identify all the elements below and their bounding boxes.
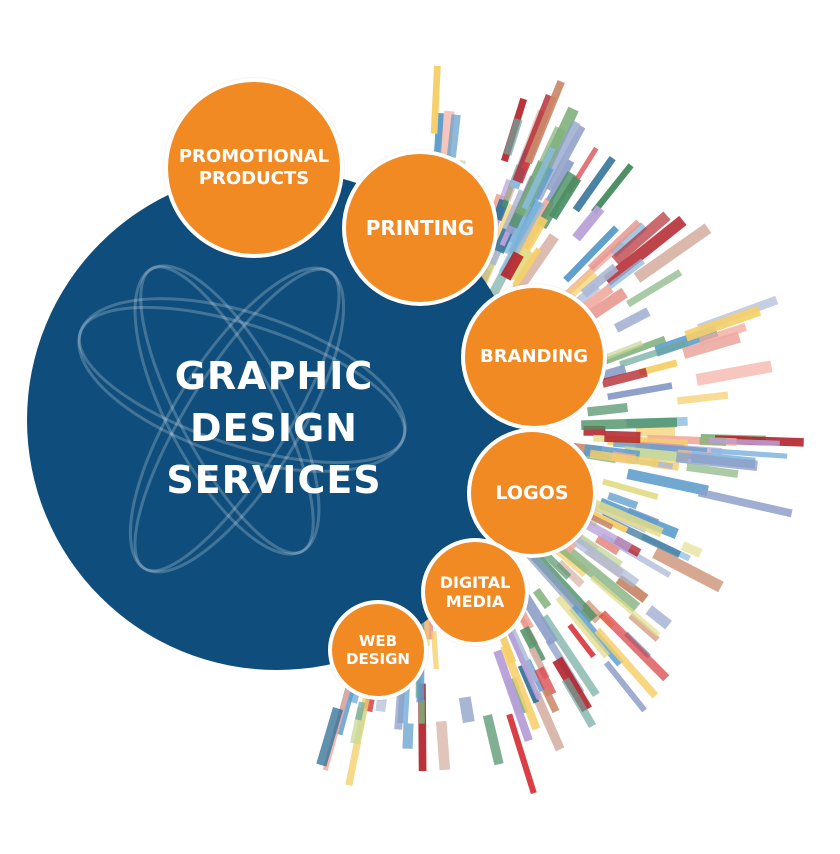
burst-streak — [402, 723, 414, 749]
burst-streak — [698, 323, 747, 346]
burst-streak — [607, 492, 639, 510]
burst-streak — [710, 448, 788, 459]
service-label-digital-media: DIGITAL MEDIA — [439, 572, 511, 611]
burst-streak — [708, 438, 780, 446]
burst-streak — [591, 163, 634, 215]
burst-streak — [589, 575, 661, 637]
burst-streak — [532, 587, 552, 610]
burst-streak — [589, 449, 659, 468]
burst-streak — [626, 468, 709, 496]
burst-streak — [446, 114, 461, 158]
service-bubble-web-design[interactable]: WEB DESIGN — [328, 600, 428, 700]
burst-streak — [524, 80, 565, 165]
burst-streak — [482, 714, 504, 766]
burst-streak — [458, 696, 475, 724]
burst-streak — [540, 614, 600, 698]
burst-streak — [517, 664, 540, 704]
burst-streak — [686, 463, 739, 478]
main-title-line-3: SERVICES — [166, 458, 382, 502]
burst-streak — [500, 644, 541, 731]
burst-streak — [594, 535, 621, 556]
burst-streak — [652, 547, 724, 593]
burst-streak — [684, 305, 762, 342]
burst-streak — [628, 613, 660, 642]
burst-streak — [542, 550, 572, 580]
burst-streak — [545, 159, 575, 203]
main-title-line-2: DESIGN — [189, 406, 358, 450]
burst-streak — [500, 251, 524, 281]
burst-streak — [506, 713, 537, 795]
burst-streak — [581, 417, 678, 430]
burst-streak — [572, 205, 605, 242]
burst-streak — [585, 287, 628, 322]
service-label-branding: BRANDING — [479, 346, 589, 368]
burst-streak — [567, 623, 596, 659]
burst-streak — [503, 117, 523, 156]
burst-streak — [695, 360, 773, 386]
burst-streak — [615, 574, 649, 604]
burst-streak — [581, 494, 664, 538]
service-bubble-digital-media[interactable]: DIGITAL MEDIA — [421, 538, 529, 646]
burst-streak — [680, 541, 703, 558]
service-bubble-branding[interactable]: BRANDING — [461, 284, 607, 430]
burst-streak — [493, 649, 533, 742]
burst-streak — [563, 225, 619, 283]
burst-streak — [609, 222, 648, 258]
burst-streak — [555, 594, 610, 659]
service-bubble-promotional-products[interactable]: PROMOTIONAL PRODUCTS — [164, 78, 344, 258]
burst-streak — [676, 391, 729, 405]
burst-streak — [580, 263, 619, 298]
burst-streak — [619, 339, 689, 368]
service-bubble-printing[interactable]: PRINTING — [342, 150, 498, 306]
main-title: GRAPHIC DESIGN SERVICES — [24, 350, 524, 506]
service-label-promotional-products: PROMOTIONAL PRODUCTS — [178, 146, 330, 189]
service-label-web-design: WEB DESIGN — [346, 632, 410, 668]
burst-streak — [561, 677, 597, 729]
burst-streak — [587, 219, 641, 271]
burst-streak — [675, 452, 758, 471]
burst-streak — [431, 631, 439, 670]
service-label-logos: LOGOS — [495, 481, 569, 504]
burst-streak — [558, 541, 641, 613]
burst-streak — [611, 211, 671, 265]
burst-streak — [436, 721, 451, 771]
burst-streak — [569, 604, 624, 667]
service-bubble-logos[interactable]: LOGOS — [467, 428, 597, 558]
burst-streak — [645, 605, 672, 630]
burst-streak — [682, 331, 741, 359]
burst-streak — [355, 701, 366, 721]
burst-streak — [613, 307, 651, 333]
burst-streak — [430, 65, 441, 134]
burst-streak — [601, 478, 659, 500]
burst-streak — [531, 691, 565, 752]
burst-streak — [572, 155, 616, 213]
burst-streak — [603, 215, 687, 286]
burst-streak — [604, 430, 641, 444]
burst-streak — [568, 533, 640, 588]
burst-streak — [606, 258, 646, 290]
main-title-line-1: GRAPHIC — [174, 354, 374, 398]
service-label-printing: PRINTING — [365, 216, 475, 240]
burst-streak — [541, 687, 560, 714]
burst-streak — [512, 247, 542, 288]
burst-streak — [316, 707, 343, 767]
burst-streak — [506, 247, 535, 282]
burst-streak — [598, 610, 670, 682]
burst-streak — [601, 367, 648, 388]
burst-streak — [697, 488, 793, 518]
burst-streak — [594, 627, 659, 699]
burst-streak — [587, 402, 628, 417]
burst-streak — [603, 660, 647, 713]
burst-streak — [548, 175, 582, 220]
burst-streak — [521, 146, 556, 210]
burst-streak — [536, 170, 578, 230]
burst-streak — [545, 125, 586, 192]
burst-streak — [625, 269, 683, 308]
burst-streak — [633, 223, 712, 283]
burst-streak — [607, 382, 673, 401]
burst-streak — [613, 441, 708, 454]
